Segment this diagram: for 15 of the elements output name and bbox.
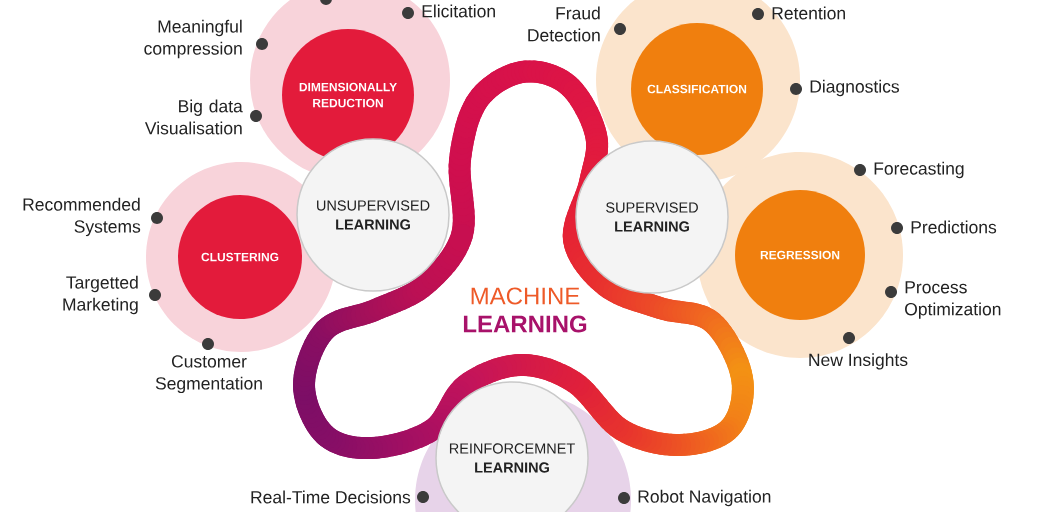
application-label: Elicitation bbox=[422, 4, 495, 18]
application-label: Targetted Marketing bbox=[63, 275, 138, 315]
application-label: Diagnostics bbox=[810, 79, 899, 97]
application-label: Process Optimization bbox=[905, 281, 1001, 319]
application-label: Meaningful compression bbox=[144, 19, 242, 59]
application-label: Recommended Systems bbox=[23, 197, 141, 237]
application-label: Retention bbox=[772, 6, 845, 20]
application-label: Big data Visualisation bbox=[144, 99, 243, 135]
application-label: Predictions bbox=[911, 220, 997, 234]
application-label: Forecasting bbox=[874, 161, 964, 179]
application-label: New Insights bbox=[809, 353, 908, 370]
application-label: Real-Time Decisions bbox=[251, 490, 411, 504]
application-label: Customer Segmentation bbox=[155, 355, 262, 394]
application-label: Robot Navigation bbox=[638, 489, 771, 507]
application-label: Fraud Detection bbox=[528, 6, 600, 42]
